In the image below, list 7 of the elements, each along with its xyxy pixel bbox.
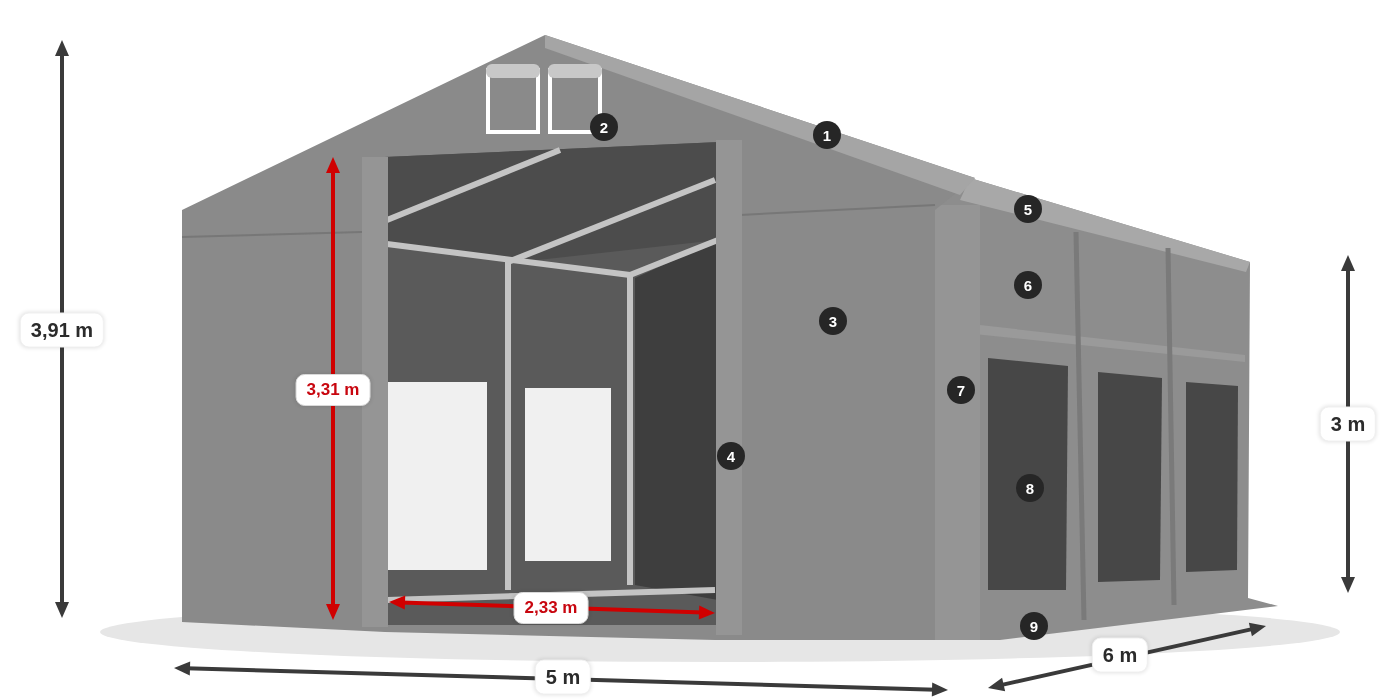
dimension-label: 5 m (534, 659, 592, 695)
dimension-label: 3,31 m (295, 374, 371, 406)
dimension-label: 2,33 m (513, 592, 589, 624)
callout-number: 1 (813, 121, 841, 149)
dimension-label: 3,91 m (19, 312, 105, 348)
dimension-label: 3 m (1319, 406, 1377, 442)
dimension-label: 6 m (1091, 637, 1149, 673)
